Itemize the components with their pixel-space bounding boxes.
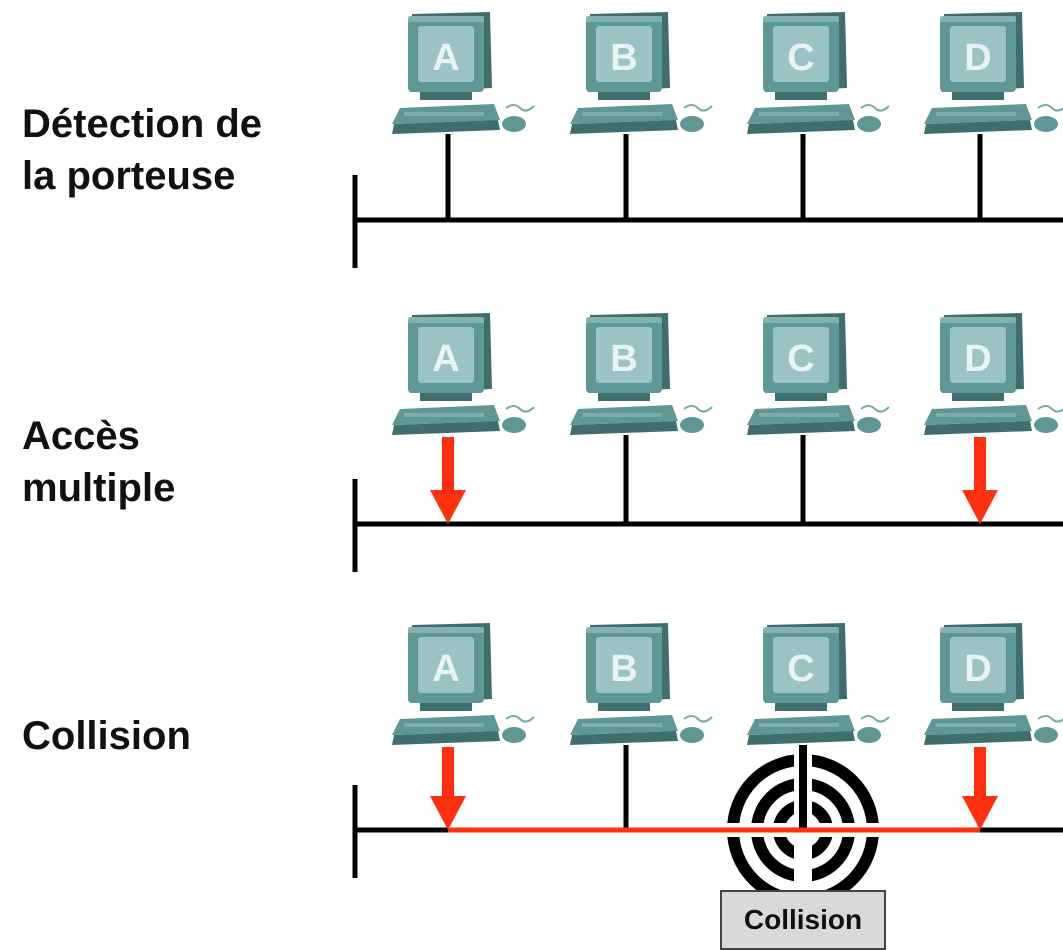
- desktop-computer-icon: A: [392, 313, 535, 435]
- label-line: Collision: [22, 714, 191, 758]
- host-letter: C: [787, 648, 814, 690]
- host-letter: C: [787, 37, 814, 79]
- host-letter: B: [610, 338, 637, 380]
- host-letter: D: [964, 37, 991, 79]
- host-letter: A: [432, 648, 459, 690]
- label-line: Détection de: [22, 102, 263, 146]
- desktop-computer-icon: A: [392, 623, 535, 745]
- host-letter: B: [610, 37, 637, 79]
- desktop-computer-icon: D: [924, 12, 1063, 134]
- row-label-multiple-access: Accès multiple: [22, 410, 175, 514]
- host-letter: C: [787, 338, 814, 380]
- desktop-computer-icon: A: [392, 12, 535, 134]
- desktop-computer-icon: D: [924, 313, 1063, 435]
- host-letter: D: [964, 648, 991, 690]
- desktop-computer-icon: B: [570, 12, 713, 134]
- down-arrow-icon: [962, 796, 998, 830]
- down-arrow-icon: [430, 490, 466, 524]
- host-letter: D: [964, 338, 991, 380]
- desktop-computer-icon: D: [924, 623, 1063, 745]
- desktop-computer-icon: C: [747, 623, 890, 745]
- collision-callout: Collision: [720, 890, 886, 950]
- label-line: la porteuse: [22, 154, 236, 198]
- label-line: Accès: [22, 414, 140, 458]
- host-letter: A: [432, 338, 459, 380]
- host-letter: A: [432, 37, 459, 79]
- desktop-computer-icon: B: [570, 623, 713, 745]
- collision-waves-icon: [448, 745, 980, 908]
- down-arrow-icon: [962, 490, 998, 524]
- desktop-computer-icon: C: [747, 12, 890, 134]
- row-label-collision: Collision: [22, 710, 191, 762]
- label-line: multiple: [22, 466, 176, 510]
- down-arrow-icon: [430, 796, 466, 830]
- desktop-computer-icon: C: [747, 313, 890, 435]
- row-label-carrier-sense: Détection de la porteuse: [22, 98, 262, 202]
- desktop-computer-icon: B: [570, 313, 713, 435]
- host-letter: B: [610, 648, 637, 690]
